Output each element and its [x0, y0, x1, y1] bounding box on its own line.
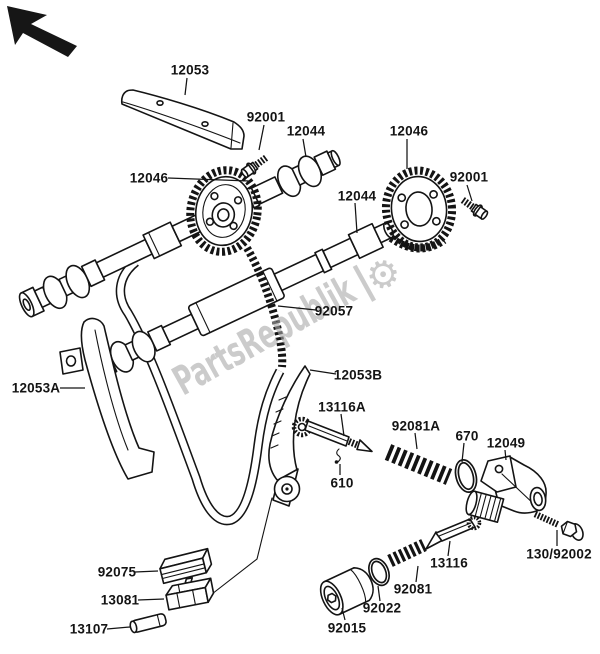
part-13081-guide-holder [165, 577, 215, 611]
part-label-12046-right: 12046 [389, 123, 429, 139]
leader-lines [60, 77, 558, 630]
part-label-12053b: 12053B [333, 367, 383, 383]
leader-13116 [447, 540, 451, 557]
leader-12053 [184, 77, 188, 96]
part-label-92015: 92015 [327, 620, 367, 636]
part-92001-bolt-left [240, 154, 269, 178]
part-label-92022: 92022 [362, 600, 402, 616]
part-label-12053: 12053 [170, 62, 210, 78]
part-13116-rod [425, 515, 482, 550]
part-92081-spring [387, 539, 427, 567]
part-670-o-ring [454, 459, 478, 493]
part-12053-upper-guide-blade [120, 89, 245, 150]
part-92001-bolt-right [460, 196, 489, 220]
leader-92015 [341, 607, 346, 621]
cam-chain-loop [115, 258, 285, 526]
part-label-12044-mid: 12044 [337, 188, 377, 204]
leader-92075 [134, 570, 159, 573]
part-label-12049: 12049 [486, 435, 526, 451]
leader-92001-left [258, 124, 265, 151]
part-label-92001-right: 92001 [449, 169, 489, 185]
part-12053a-front-chain-guide [59, 317, 155, 480]
leader-92001-right [466, 184, 473, 202]
part-13116a-push-rod [291, 416, 373, 453]
leader-13116a [340, 413, 345, 437]
leader-12046-left [167, 177, 250, 182]
leader-92081a [414, 432, 418, 450]
part-130-92002-bolt [533, 511, 584, 541]
leader-12044-top [302, 138, 307, 158]
leader-92022 [377, 585, 381, 602]
part-label-12046-left: 12046 [129, 170, 169, 186]
part-92075-damper-block [159, 547, 213, 585]
part-92015-cap [319, 566, 374, 616]
part-label-92081a: 92081A [391, 418, 441, 434]
part-label-92081: 92081 [393, 581, 433, 597]
part-610-clip [334, 448, 341, 464]
leader-12044-mid [354, 202, 358, 234]
part-92022-washer [368, 557, 390, 587]
leader-92057 [277, 305, 317, 311]
part-92081a-spring [384, 444, 453, 485]
cam-sprocket-left [186, 166, 262, 256]
part-label-12044-top: 12044 [286, 123, 326, 139]
leader-13081 [137, 598, 165, 601]
part-label-92001-left: 92001 [246, 109, 286, 125]
part-label-13081: 13081 [100, 592, 140, 608]
part-label-92057: 92057 [314, 303, 354, 319]
part-label-13116a: 13116A [318, 399, 366, 415]
part-12049-tensioner-body [465, 455, 547, 524]
cam-chain-strand [243, 234, 447, 368]
leader-670 [461, 442, 465, 463]
part-label-92075: 92075 [97, 564, 137, 580]
part-label-13107: 13107 [69, 621, 109, 637]
part-label-130-92002: 130/92002 [526, 546, 592, 562]
part-label-670: 670 [455, 428, 479, 444]
leader-13107 [106, 626, 131, 630]
leader-92081 [415, 565, 419, 583]
part-label-12053a: 12053A [11, 380, 61, 396]
part-13107-pin [129, 613, 167, 634]
part-12053b-rear-chain-guide [202, 365, 311, 602]
leader-12049 [504, 449, 507, 461]
orientation-arrow-icon [7, 6, 77, 57]
part-label-610: 610 [330, 475, 354, 491]
part-label-13116: 13116 [430, 555, 468, 571]
leader-12053b [309, 369, 337, 375]
